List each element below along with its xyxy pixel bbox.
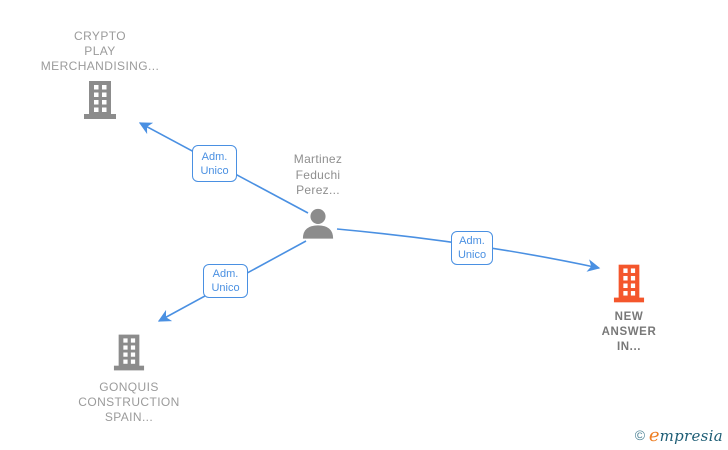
edge-label-adm-unico-gonquis[interactable]: Adm. Unico (203, 264, 248, 298)
node-company-crypto[interactable]: CRYPTO PLAY MERCHANDISING... (30, 29, 170, 124)
company-name: NEW ANSWER IN... (601, 311, 657, 353)
building-icon (613, 263, 645, 309)
empresia-watermark: © empresia (635, 425, 723, 446)
building-icon (113, 333, 145, 377)
edge-label-adm-unico-crypto[interactable]: Adm. Unico (192, 145, 237, 182)
edge-label-line: Unico (457, 249, 487, 261)
person-icon (301, 208, 335, 244)
edge-label-line: Unico (211, 282, 240, 294)
building-icon (83, 81, 117, 124)
edge-label-line: Adm. (201, 150, 228, 163)
person-name: Martinez Feduchi Perez... (293, 152, 343, 197)
node-company-new-answer[interactable]: NEW ANSWER IN... (584, 263, 674, 355)
edge-label-adm-unico-new-answer[interactable]: Adm. Unico (451, 231, 493, 265)
empresia-logo: empresia (648, 425, 723, 446)
edge-label-line: Adm. (212, 268, 239, 280)
company-name: CRYPTO PLAY MERCHANDISING... (40, 29, 160, 73)
edge-label-line: Adm. (459, 235, 485, 247)
node-person-martinez[interactable]: Martinez Feduchi Perez... (257, 152, 379, 244)
company-name: GONQUIS CONSTRUCTION SPAIN... (78, 380, 180, 424)
copyright-symbol: © (634, 427, 646, 443)
edge-label-line: Unico (200, 164, 229, 177)
node-company-gonquis[interactable]: GONQUIS CONSTRUCTION SPAIN... (58, 333, 200, 425)
